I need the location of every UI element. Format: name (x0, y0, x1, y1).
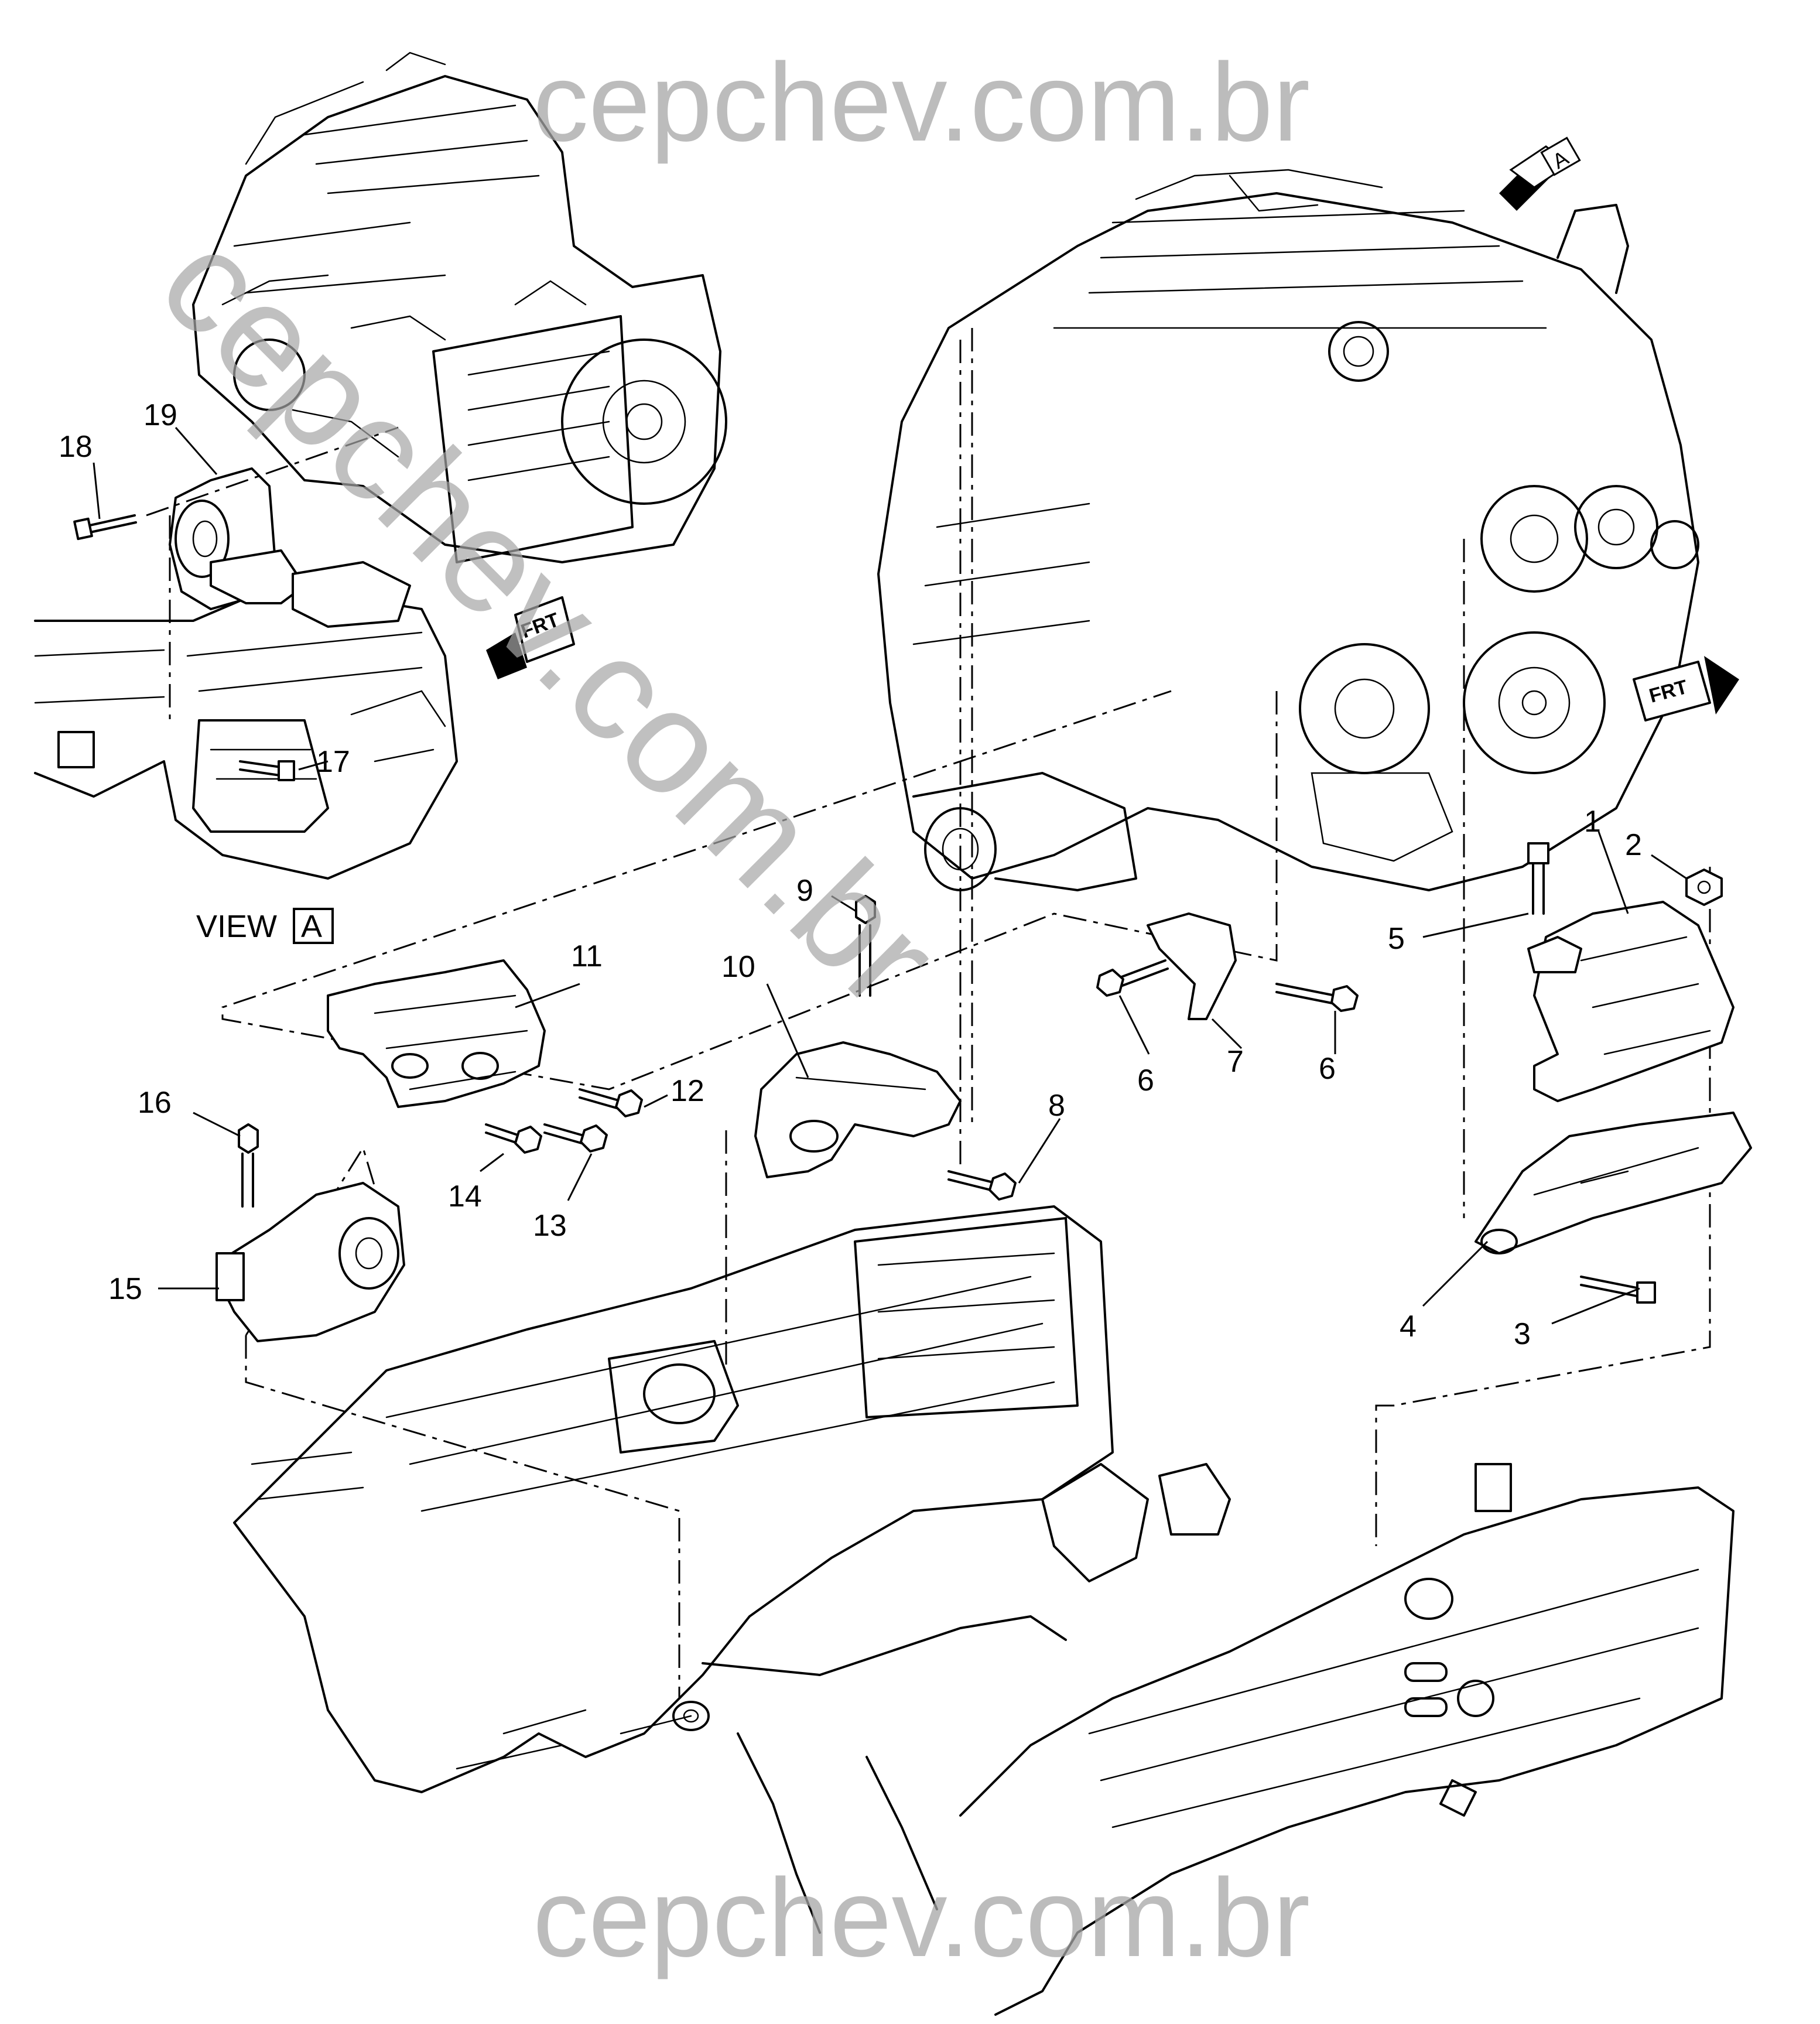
chassis-frame (233, 1205, 1735, 2016)
watermark-bottom: cepchev.com.br (533, 1856, 1310, 1980)
bolt-17 (239, 760, 295, 781)
bolt-6-right (1275, 983, 1359, 1012)
callout-3: 3 (1514, 1317, 1531, 1351)
bolt-12 (579, 1088, 643, 1117)
callout-12: 12 (670, 1074, 704, 1108)
bracket-10 (754, 1041, 962, 1178)
view-a-centerline (146, 426, 399, 517)
leader-lines (93, 427, 1687, 1325)
callout-17: 17 (316, 745, 350, 779)
callout-4: 4 (1400, 1310, 1417, 1343)
bolt-6-left (1096, 959, 1169, 997)
right-mount-bracket-4 (1475, 1112, 1752, 1254)
engine-guide-line-c (221, 690, 1278, 1090)
callout-6-right: 6 (1319, 1052, 1336, 1086)
callout-19: 19 (143, 398, 177, 432)
view-a-mount-19 (169, 467, 411, 628)
callout-11: 11 (571, 939, 603, 973)
bolt-9 (855, 895, 876, 997)
left-mount-15 (215, 1182, 405, 1342)
bolt-13 (543, 1123, 608, 1153)
bolt-16 (238, 1123, 259, 1208)
mount-right-line (1375, 867, 1711, 1546)
callout-18: 18 (59, 430, 93, 464)
view-a-arrow: A (1499, 136, 1581, 211)
bracket-7 (1147, 912, 1237, 1020)
callout-8: 8 (1048, 1089, 1065, 1123)
view-label-text: VIEW (196, 909, 277, 944)
bolt-14 (485, 1123, 542, 1154)
view-label-box (293, 908, 334, 944)
watermark-top: cepchev.com.br (533, 40, 1310, 165)
right-mount-1 (1527, 901, 1735, 1102)
mount-left-line (245, 1335, 680, 1698)
callout-16: 16 (138, 1086, 172, 1120)
callout-2: 2 (1625, 828, 1642, 862)
bolt-3 (1580, 1276, 1656, 1304)
bolt-8 (947, 1170, 1017, 1201)
callout-14: 14 (448, 1179, 482, 1213)
view-a-label: VIEW A (196, 908, 334, 944)
nut-2 (1685, 869, 1723, 906)
callout-1: 1 (1584, 805, 1601, 839)
callout-13: 13 (533, 1209, 567, 1243)
callout-9: 9 (796, 874, 813, 908)
callout-15: 15 (108, 1272, 142, 1306)
frt-indicator-main: FRT (1633, 656, 1739, 722)
bolt-5 (1527, 842, 1549, 915)
view-label-letter: A (301, 909, 322, 944)
callout-numbers: 1 2 3 4 5 6 6 7 8 9 10 11 12 13 14 15 16… (59, 398, 1642, 1351)
main-engine-assembly (877, 169, 1699, 891)
view-a-engine-transmission (192, 52, 727, 563)
callout-5: 5 (1388, 922, 1405, 956)
frt-indicator-view-a: FRT (486, 596, 575, 679)
view-a-frame-rail (34, 584, 458, 880)
bracket-11 (327, 959, 546, 1108)
callout-6-left: 6 (1137, 1064, 1154, 1098)
callout-10: 10 (721, 950, 755, 984)
callout-7: 7 (1227, 1045, 1244, 1079)
bolt-18 (73, 514, 137, 541)
